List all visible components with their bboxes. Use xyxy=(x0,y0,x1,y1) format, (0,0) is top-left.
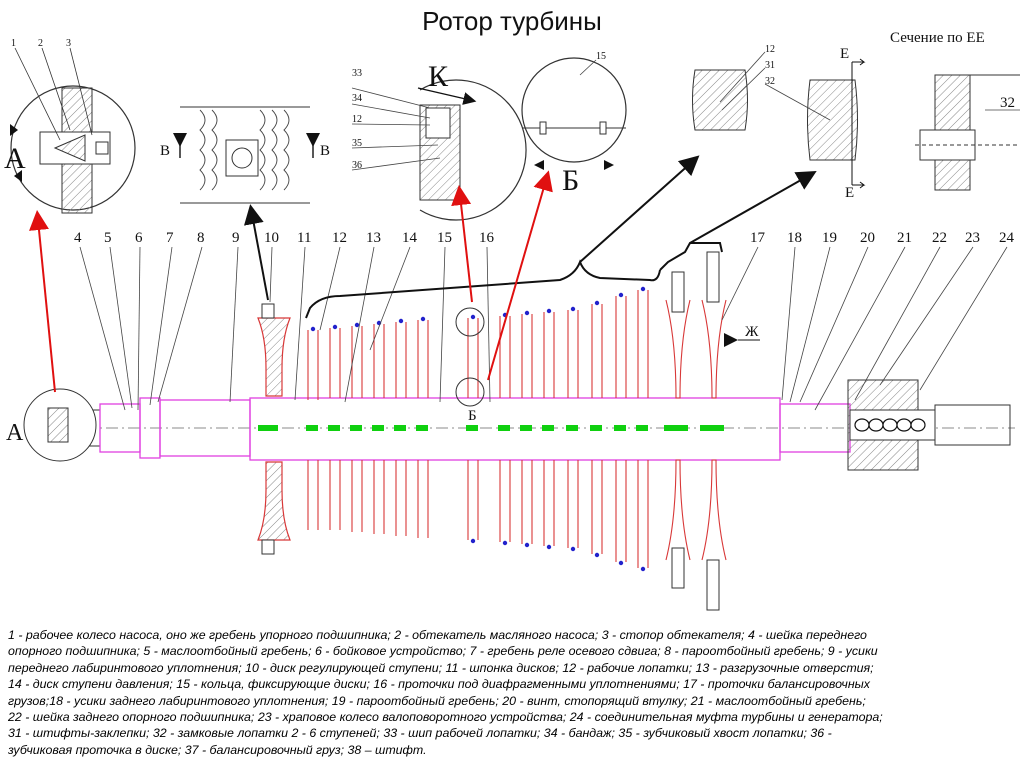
callout-15: 15 xyxy=(437,230,452,246)
rotor xyxy=(23,251,1015,611)
callout-12: 12 xyxy=(332,230,347,246)
detail-e-letter-bottom: Е xyxy=(845,185,854,201)
callout-9: 9 xyxy=(232,230,240,246)
detail-e-label-12: 12 xyxy=(765,44,775,55)
section-ee-title: Сечение по ЕЕ xyxy=(890,30,985,46)
section-b-label-left: В xyxy=(160,143,170,159)
callout-11: 11 xyxy=(297,230,311,246)
rotor-mark-zh: Ж xyxy=(745,324,759,340)
detail-arrows xyxy=(29,155,817,393)
rotor-mark-a: А xyxy=(6,420,24,446)
legend-line-4: 14 - диск ступени давления; 15 - кольца,… xyxy=(8,677,870,692)
legend-line-7: 31 - штифты-заклепки; 32 - замковые лопа… xyxy=(8,726,832,741)
section-b-label-right: В xyxy=(320,143,330,159)
detail-a xyxy=(10,47,136,214)
detail-b2 xyxy=(521,57,627,170)
callout-20: 20 xyxy=(860,230,875,246)
detail-a-label-2: 2 xyxy=(38,38,43,49)
callout-23: 23 xyxy=(965,230,980,246)
detail-k-label-34: 34 xyxy=(352,93,362,104)
legend-line-6: 22 - шейка заднего опорного подшипника; … xyxy=(8,710,883,725)
detail-b2-label-15: 15 xyxy=(596,51,606,62)
callout-5: 5 xyxy=(104,230,112,246)
slide-title: Ротор турбины xyxy=(422,6,602,36)
callout-6: 6 xyxy=(135,230,143,246)
detail-k-label-36: 36 xyxy=(352,160,362,171)
callout-24: 24 xyxy=(999,230,1015,246)
callout-8: 8 xyxy=(197,230,205,246)
legend-line-8: зубчиковая проточка в диске; 37 - баланс… xyxy=(8,742,427,757)
detail-k-letter: К xyxy=(428,60,449,93)
callout-16: 16 xyxy=(479,230,495,246)
detail-e-label-31: 31 xyxy=(765,60,775,71)
detail-b2-letter: Б xyxy=(562,164,579,197)
callout-22: 22 xyxy=(932,230,947,246)
detail-e xyxy=(692,51,866,189)
callout-13: 13 xyxy=(366,230,381,246)
callout-10: 10 xyxy=(264,230,279,246)
callout-21: 21 xyxy=(897,230,912,246)
detail-e-label-32: 32 xyxy=(765,76,775,87)
detail-k-label-12: 12 xyxy=(352,114,362,125)
legend-line-3: переднего лабиринтового уплотнения; 10 -… xyxy=(8,660,874,675)
detail-k-label-33: 33 xyxy=(352,68,362,79)
detail-a-label-3: 3 xyxy=(66,38,71,49)
legend-line-5: грузов;18 - усики заднего лабиринтового … xyxy=(8,693,866,708)
detail-e-letter-top: Е xyxy=(840,46,849,62)
section-ee xyxy=(915,74,1020,191)
rotor-mark-b: Б xyxy=(468,408,477,424)
detail-k-label-35: 35 xyxy=(352,138,362,149)
callout-14: 14 xyxy=(402,230,418,246)
legend-line-1: 1 - рабочее колесо насоса, оно же гребен… xyxy=(8,628,867,642)
detail-a-letter: А xyxy=(4,142,26,175)
legend-line-2: опорного подшипника; 5 - маслоотбойный г… xyxy=(8,644,878,659)
section-ee-label-32: 32 xyxy=(1000,95,1015,111)
callout-7: 7 xyxy=(166,230,174,246)
detail-a-label-1: 1 xyxy=(11,38,16,49)
callout-19: 19 xyxy=(822,230,837,246)
callout-4: 4 xyxy=(74,230,82,246)
callout-leaders xyxy=(79,246,1008,411)
legend: 1 - рабочее колесо насоса, оно же гребен… xyxy=(8,627,1020,758)
callout-18: 18 xyxy=(787,230,802,246)
group-braces xyxy=(305,242,723,319)
section-b-view xyxy=(173,106,320,204)
detail-k xyxy=(351,79,527,221)
callout-17: 17 xyxy=(750,230,766,246)
